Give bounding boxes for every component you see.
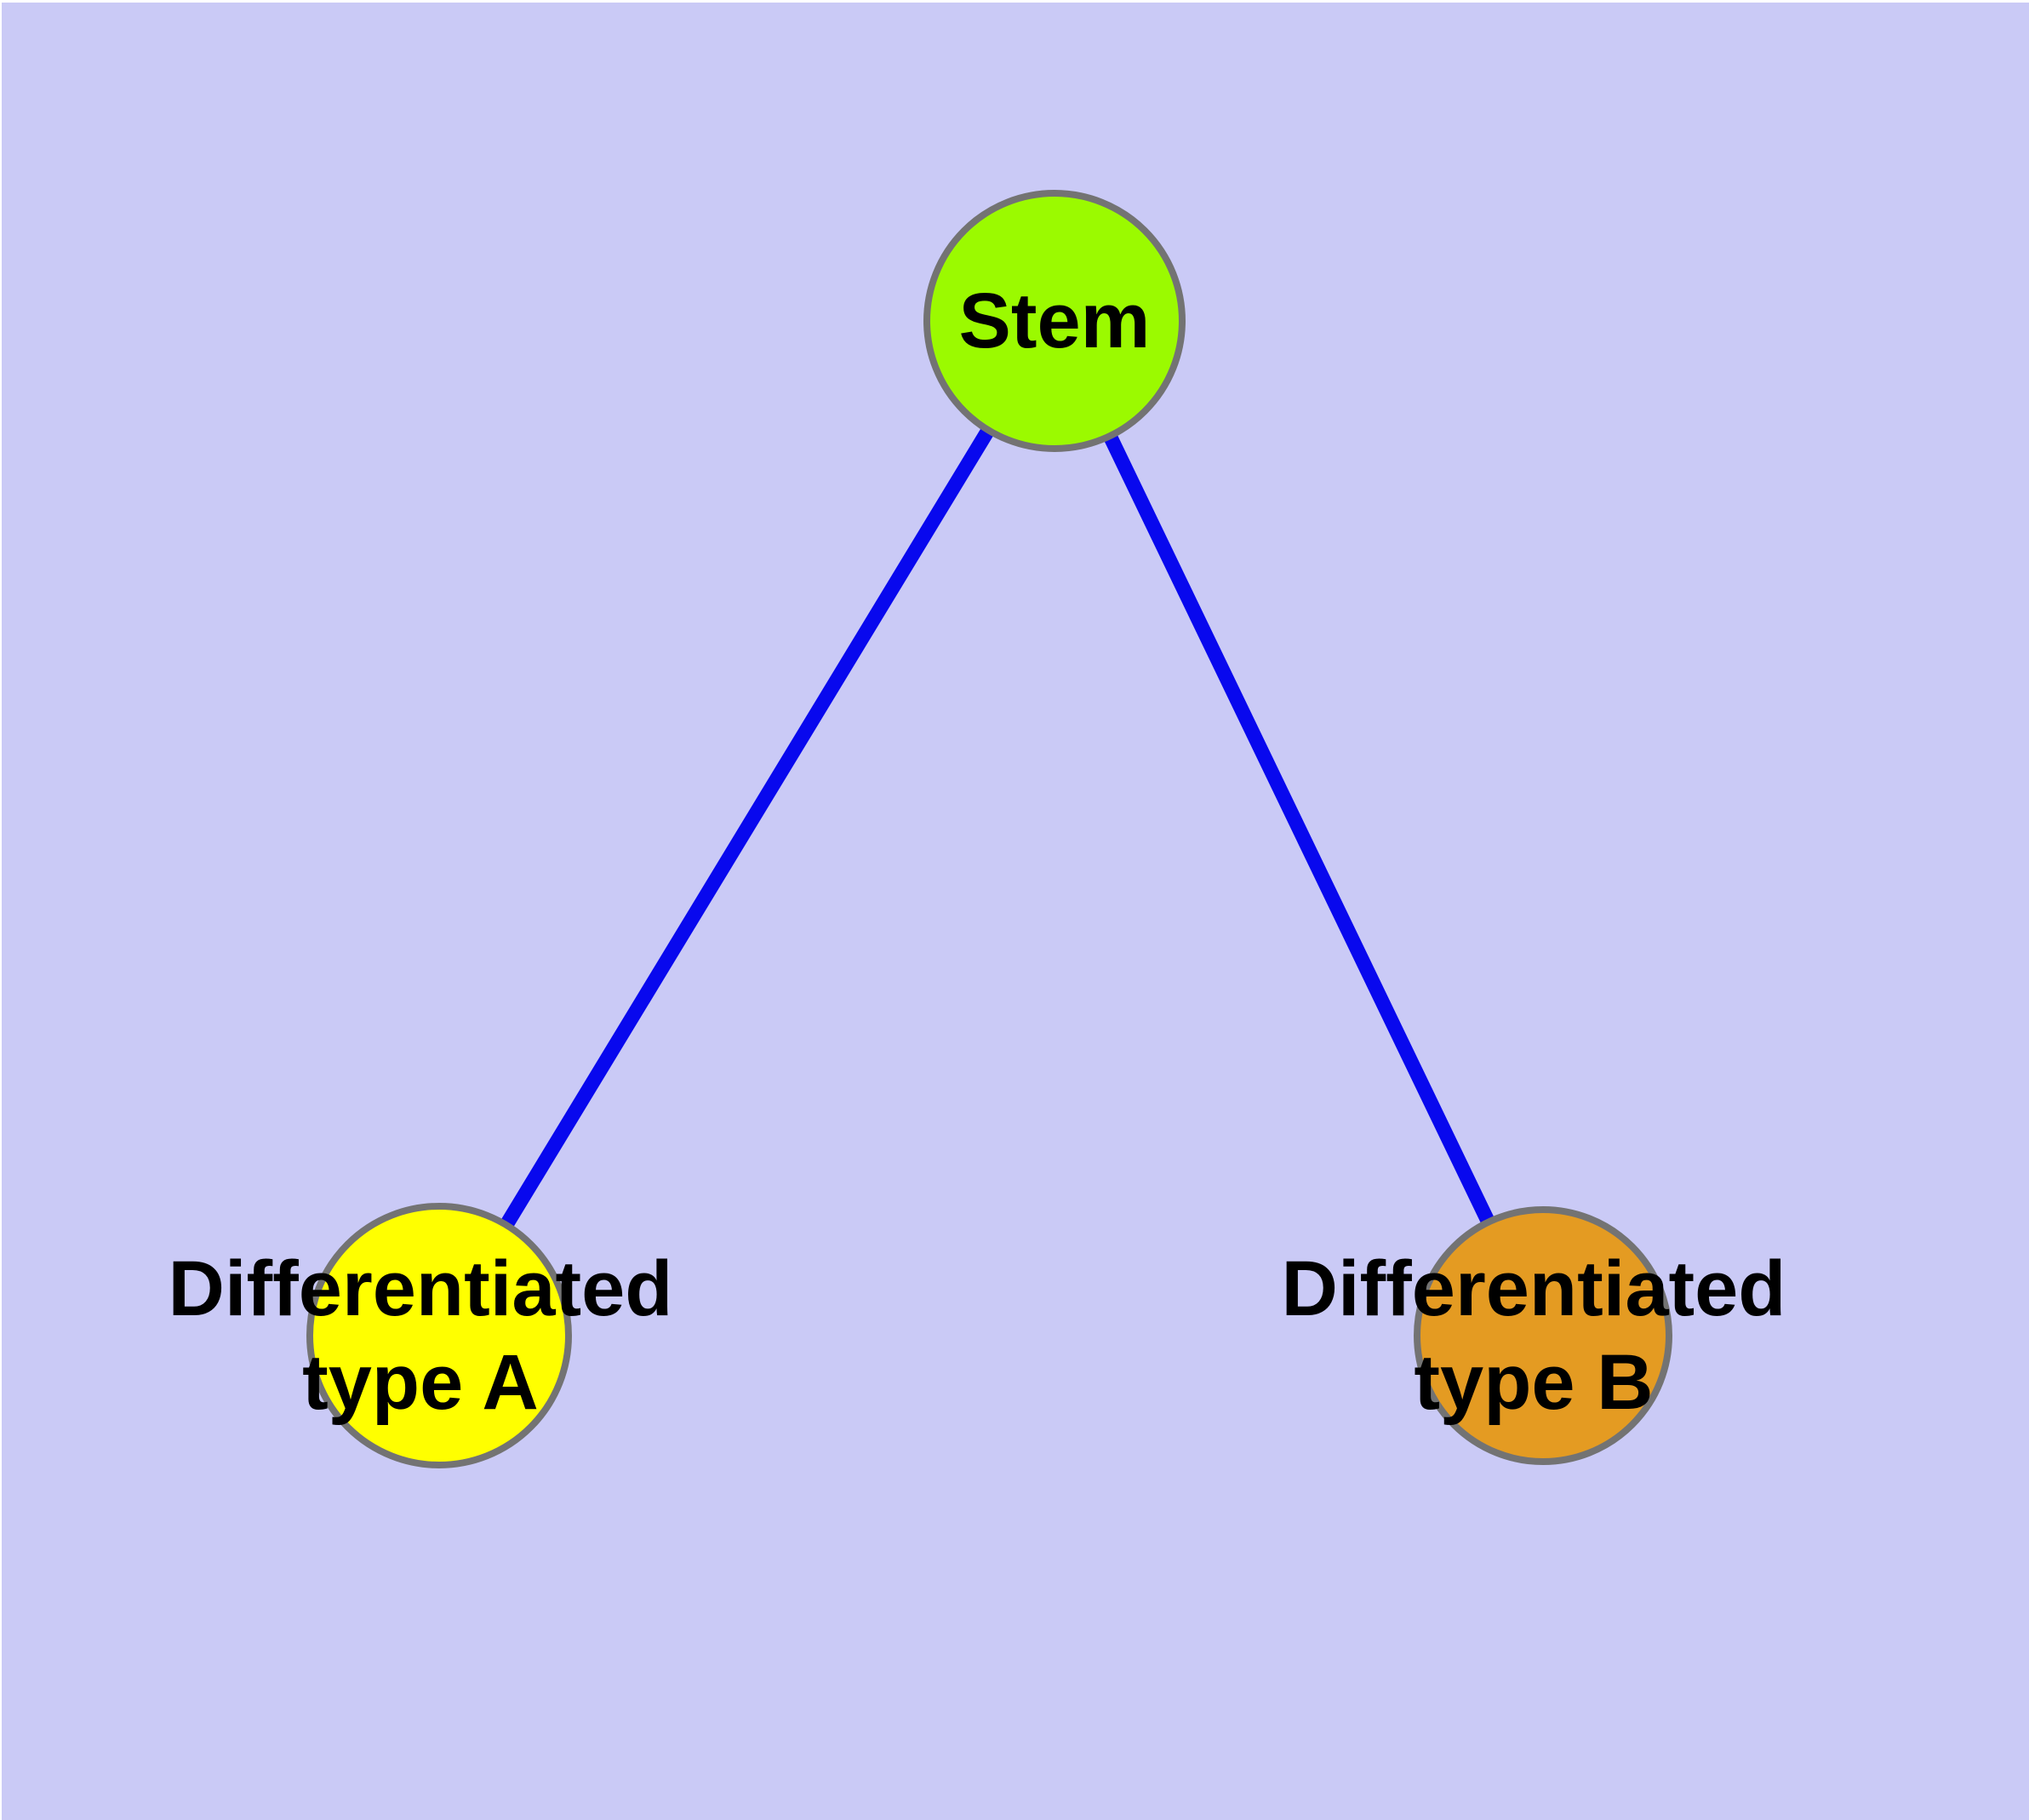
node-differentiated-type-b-label: Differentiated type B	[1282, 1242, 1786, 1429]
node-differentiated-type-a-label-line2: type A	[302, 1339, 539, 1426]
node-differentiated-type-b-label-line2: type B	[1414, 1339, 1654, 1426]
node-stem-label-text: Stem	[958, 278, 1151, 364]
node-stem-label: Stem	[959, 274, 1151, 368]
diagram-canvas: Stem Differentiated type A Differentiate…	[2, 3, 2029, 1820]
node-differentiated-type-a-label-line1: Differentiated	[168, 1245, 673, 1332]
node-differentiated-type-b	[1414, 1206, 1672, 1465]
graph-svg	[306, 190, 1672, 1468]
node-differentiated-type-a-label: Differentiated type A	[169, 1242, 673, 1429]
node-stem	[923, 190, 1186, 452]
edge-stem-to-type-b	[1048, 318, 1550, 1339]
node-differentiated-type-a	[306, 1203, 572, 1468]
node-differentiated-type-b-label-line1: Differentiated	[1281, 1245, 1786, 1332]
edge-stem-to-type-a	[432, 317, 1061, 1340]
